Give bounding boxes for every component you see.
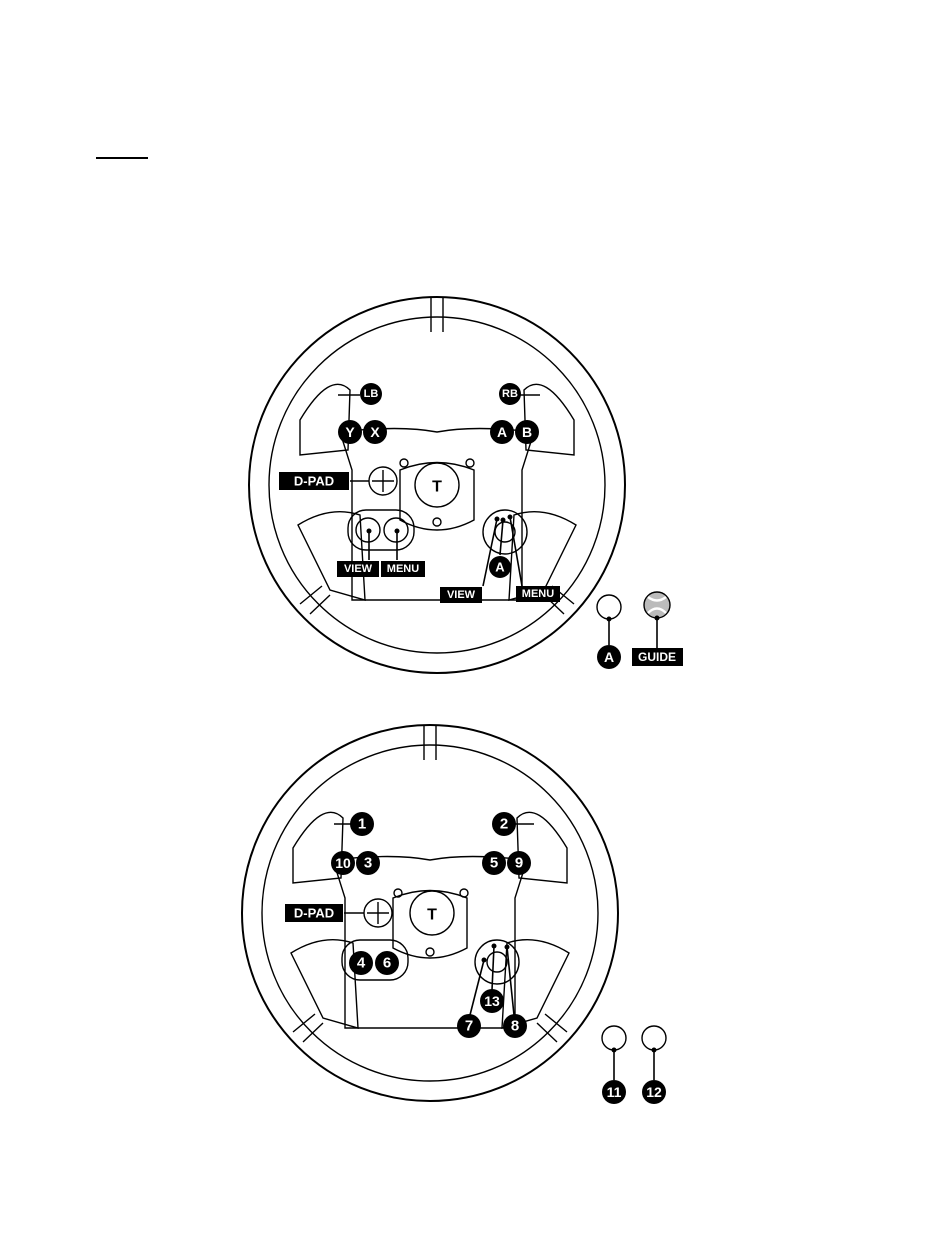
svg-text:13: 13 <box>484 993 500 1009</box>
callout-10: 10 <box>331 851 355 875</box>
svg-text:8: 8 <box>511 1018 519 1035</box>
svg-text:4: 4 <box>357 955 366 972</box>
callout-x: X <box>363 420 387 444</box>
callout-8: 8 <box>503 1014 527 1038</box>
callout-lb: LB <box>360 383 382 405</box>
callout-a-center: A <box>489 556 511 578</box>
callout-dpad: D-PAD <box>279 472 349 490</box>
callout-9: 9 <box>507 851 531 875</box>
callout-view-right: VIEW <box>440 587 482 603</box>
svg-text:MENU: MENU <box>522 588 554 600</box>
svg-text:11: 11 <box>607 1084 622 1100</box>
svg-text:MENU: MENU <box>387 563 419 575</box>
svg-text:Y: Y <box>345 424 355 440</box>
svg-text:VIEW: VIEW <box>344 563 373 575</box>
svg-text:LB: LB <box>364 388 379 400</box>
wheel-top-left-pod <box>348 510 414 550</box>
svg-text:5: 5 <box>490 855 498 872</box>
callout-13: 13 <box>480 989 504 1013</box>
svg-text:1: 1 <box>358 816 366 833</box>
xbox-logo-icon <box>644 592 670 618</box>
svg-text:A: A <box>495 560 505 575</box>
svg-text:X: X <box>370 424 380 440</box>
external-button-guide: GUIDE <box>632 592 683 666</box>
wheel-top-hub <box>400 463 474 531</box>
svg-text:9: 9 <box>515 855 523 872</box>
thrustmaster-logo-icon: T <box>427 907 437 924</box>
callout-6: 6 <box>375 951 399 975</box>
svg-text:D-PAD: D-PAD <box>294 906 334 921</box>
svg-text:10: 10 <box>335 855 351 871</box>
external-button-12: 12 <box>642 1026 666 1104</box>
callout-5: 5 <box>482 851 506 875</box>
svg-text:12: 12 <box>646 1084 662 1100</box>
svg-text:7: 7 <box>465 1018 473 1035</box>
svg-text:D-PAD: D-PAD <box>294 474 334 489</box>
callout-a: A <box>490 420 514 444</box>
callout-rb: RB <box>499 383 521 405</box>
callout-menu-left: MENU <box>381 561 425 577</box>
callout-4: 4 <box>349 951 373 975</box>
svg-text:VIEW: VIEW <box>447 589 476 601</box>
callout-menu-right: MENU <box>516 586 560 602</box>
svg-text:A: A <box>604 649 614 665</box>
svg-text:A: A <box>497 424 507 440</box>
external-button-a: A <box>597 595 621 669</box>
svg-text:2: 2 <box>500 816 508 833</box>
thrustmaster-logo-icon: T <box>432 479 442 496</box>
rotary-encoder-icon <box>475 940 519 984</box>
callout-7: 7 <box>457 1014 481 1038</box>
svg-text:3: 3 <box>364 855 372 872</box>
callout-y: Y <box>338 420 362 444</box>
wheel-top-left-grip-lower <box>298 512 365 600</box>
svg-text:GUIDE: GUIDE <box>638 650 676 664</box>
svg-text:6: 6 <box>383 955 391 972</box>
external-button-11: 11 <box>602 1026 626 1104</box>
rotary-encoder-icon <box>483 510 527 554</box>
callout-b: B <box>515 420 539 444</box>
callout-2: 2 <box>492 812 516 836</box>
callout-1: 1 <box>350 812 374 836</box>
callout-dpad: D-PAD <box>285 904 343 922</box>
callout-3: 3 <box>356 851 380 875</box>
svg-text:RB: RB <box>502 388 518 400</box>
callout-view-left: VIEW <box>337 561 379 577</box>
svg-text:B: B <box>522 424 532 440</box>
